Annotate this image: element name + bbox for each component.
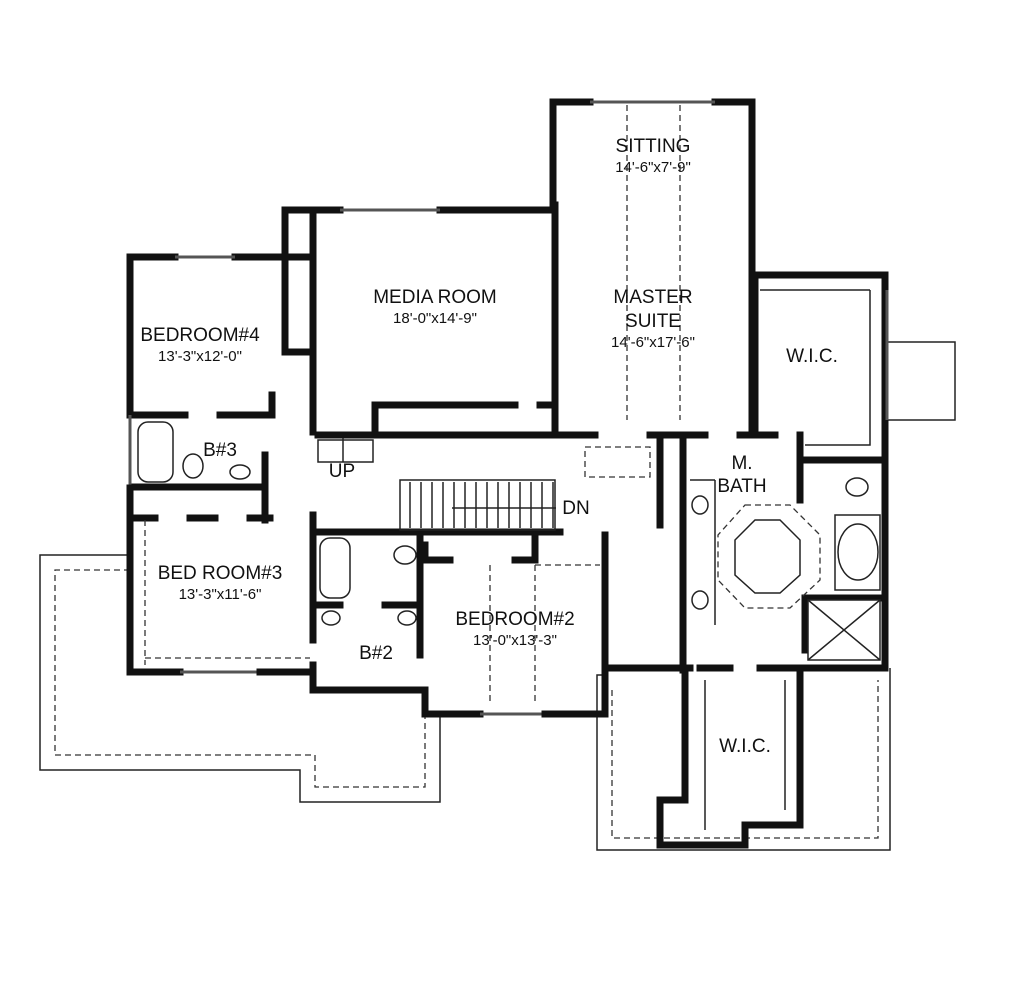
toilet [182,453,204,479]
bathtub [319,537,351,599]
sink [691,495,709,515]
bath2-label: B#2 [359,643,393,664]
sitting-label: SITTING [616,136,691,157]
master-suite-label-2: SUITE [625,311,681,332]
bedroom4-size: 13'-3"x12'-0" [158,348,242,365]
bedroom2-size: 13'-0"x13'-3" [473,632,557,649]
wic-lower-label: W.I.C. [719,736,771,757]
toilet [845,477,869,497]
staircase [317,438,556,531]
media-room-size: 18'-0"x14'-9" [393,310,477,327]
bedroom2-label: BEDROOM#2 [455,609,574,630]
porch-outlines [39,341,956,851]
bedroom3-label: BED ROOM#3 [158,563,283,584]
walls [126,98,889,849]
room-labels: SITTING 14'-6"x7'-9" MEDIA ROOM 18'-0"x1… [140,136,838,757]
wic-upper-label: W.I.C. [786,346,838,367]
sink [397,610,417,626]
master-suite-label-1: MASTER [613,287,692,308]
sitting-size: 14'-6"x7'-9" [615,159,691,176]
bedroom4-label: BEDROOM#4 [140,325,260,346]
media-room-label: MEDIA ROOM [373,287,497,308]
stair-down-label: DN [562,498,589,519]
sink [229,464,251,480]
bathtub [137,421,174,483]
master-bath-label-2: BATH [717,476,766,497]
toilet [393,545,417,565]
sink [691,590,709,610]
master-bath-label-1: M. [731,453,752,474]
octagon-ceiling [717,504,821,609]
ceiling-lines [144,105,681,705]
sink [321,610,341,626]
stair-up-label: UP [329,461,355,482]
master-suite-size: 14'-6"x17'-6" [611,334,695,351]
bedroom3-size: 13'-3"x11'-6" [179,586,262,603]
tub [837,523,879,581]
bath3-label: B#3 [203,440,237,461]
fixtures [137,421,881,661]
